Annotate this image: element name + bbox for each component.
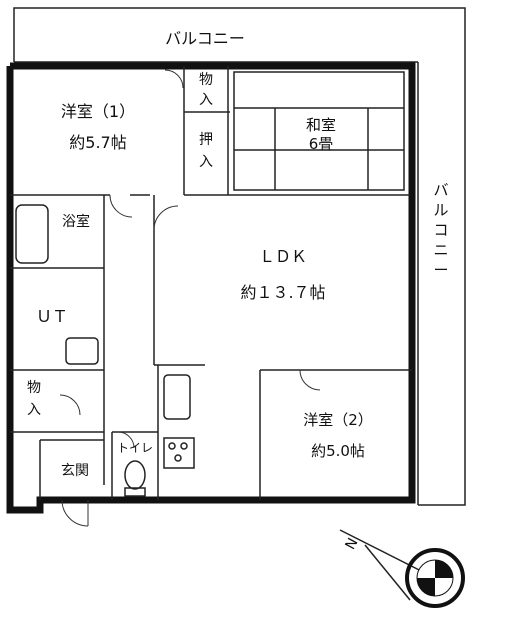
balcony-right-label: バ ル コ ニ ー xyxy=(433,181,448,279)
fixtures xyxy=(15,204,195,497)
svg-text:ル: ル xyxy=(433,201,448,219)
svg-text:入: 入 xyxy=(199,154,213,170)
outer-walls xyxy=(6,62,416,514)
bathtub xyxy=(15,204,49,264)
storage-top-label: 物 入 xyxy=(199,72,213,108)
western-room-1-name: 洋室（1） xyxy=(61,102,135,121)
balcony-top-label: バルコニー xyxy=(165,29,245,48)
japanese-room-name: 和室 xyxy=(306,116,336,134)
svg-text:ー: ー xyxy=(433,261,448,279)
svg-text:コ: コ xyxy=(433,221,448,239)
toilet-label: トイレ xyxy=(117,441,153,455)
entrance-label: 玄関 xyxy=(61,462,89,479)
western-room-2-size: 約5.0帖 xyxy=(311,442,365,460)
toilet-bowl xyxy=(124,460,146,490)
washbasin xyxy=(65,337,99,365)
svg-text:物: 物 xyxy=(199,72,213,88)
japanese-room-size: 6畳 xyxy=(309,135,334,153)
svg-text:ニ: ニ xyxy=(433,241,448,259)
svg-text:バ: バ xyxy=(433,181,448,199)
bath-label: 浴室 xyxy=(62,213,90,230)
closet-label: 押 入 xyxy=(199,132,213,170)
svg-text:押: 押 xyxy=(199,132,213,148)
kitchen-stove xyxy=(163,437,195,469)
svg-text:入: 入 xyxy=(199,92,213,108)
interior-walls xyxy=(10,66,412,500)
ldk-name: ＬＤＫ xyxy=(259,247,307,266)
door-swings xyxy=(59,69,321,527)
kitchen-sink xyxy=(163,374,191,420)
svg-text:入: 入 xyxy=(27,402,41,418)
storage-left-label: 物 入 xyxy=(27,380,41,418)
western-room-2-name: 洋室（2） xyxy=(303,411,373,429)
compass: N xyxy=(339,529,465,608)
utility-label: ＵＴ xyxy=(36,307,68,326)
compass-north-label: N xyxy=(342,536,361,553)
balcony-outline xyxy=(13,7,466,506)
ldk-size: 約１３.７帖 xyxy=(240,283,325,302)
svg-text:物: 物 xyxy=(27,380,41,396)
western-room-1-size: 約5.7帖 xyxy=(69,133,126,152)
